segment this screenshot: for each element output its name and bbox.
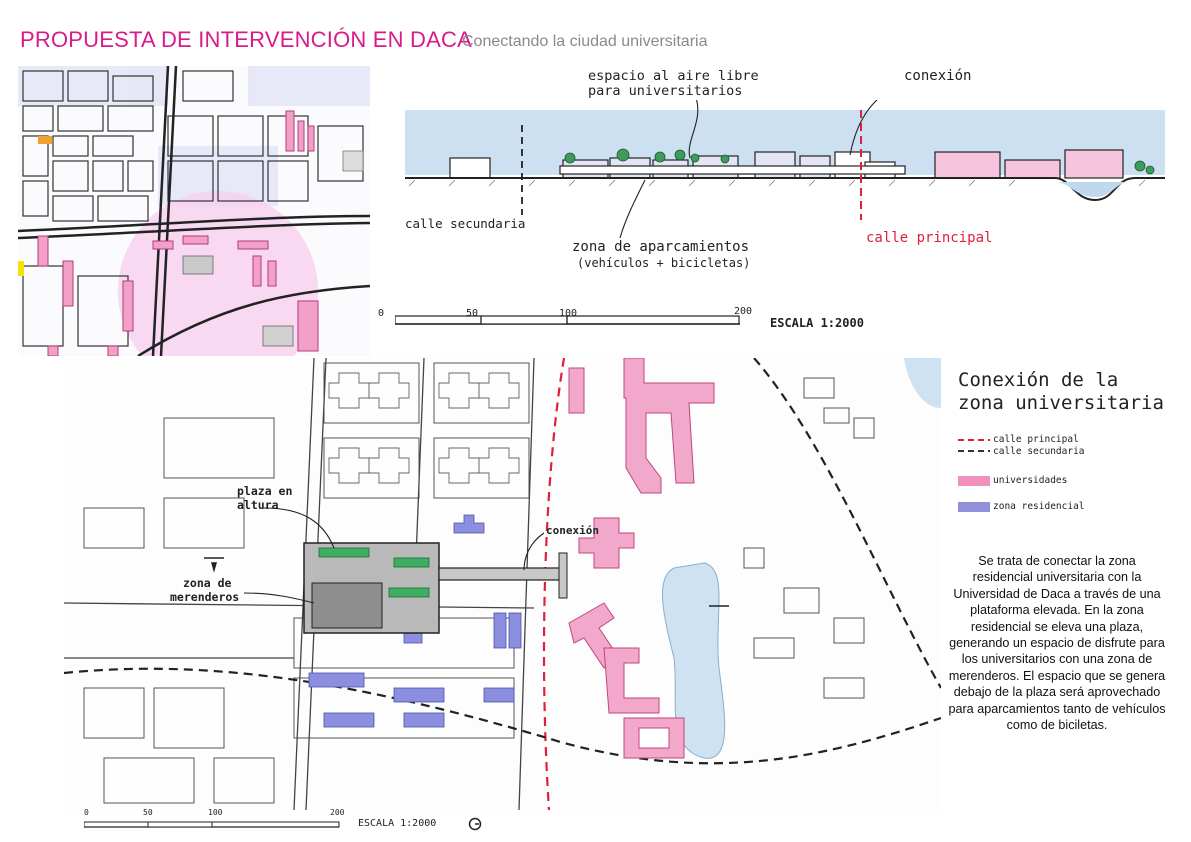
plan-scale-tick-0: 0	[84, 808, 89, 817]
connection-bridge	[438, 567, 565, 581]
label-plaza-2: altura	[237, 498, 279, 512]
section-drawing	[395, 100, 1165, 325]
plan-scale-tick-200: 200	[330, 808, 345, 817]
plan-scale-text: ESCALA 1:2000	[358, 818, 437, 829]
description-text: Se trata de conectar la zona residencial…	[948, 554, 1166, 733]
elevated-platform	[559, 165, 906, 175]
page-subtitle: Conectando la ciudad universitaria	[462, 33, 708, 50]
residential-buildings	[308, 514, 522, 728]
label-plaza: plaza en	[237, 484, 293, 498]
site-map	[18, 66, 370, 356]
legend-item-secondary-street: calle secundaria	[993, 446, 1085, 457]
picnic-zone	[311, 582, 383, 629]
legend-item-main-street: calle principal	[993, 434, 1079, 445]
legend-title: Conexión de la	[958, 369, 1119, 391]
plan-scale-tick-100: 100	[208, 808, 223, 817]
section-scale-text: ESCALA 1:2000	[770, 316, 864, 330]
north-arrow-icon	[468, 817, 482, 831]
label-parking-2: (vehículos + bicicletas)	[577, 256, 751, 270]
label-open-space-2: para universitarios	[588, 83, 743, 99]
plan-scale-bar	[84, 821, 340, 828]
section-scale-bar	[395, 315, 740, 325]
label-secondary-street: calle secundaria	[405, 216, 526, 231]
section-scale-tick-0: 0	[378, 308, 385, 319]
plan-drawing	[64, 358, 941, 810]
lake	[662, 562, 726, 759]
page-title: PROPUESTA DE INTERVENCIÓN EN DACA	[20, 27, 472, 52]
section-scale-tick-100: 100	[559, 308, 578, 319]
legend-item-residential: zona residencial	[993, 501, 1085, 512]
plan-secondary-street-1	[64, 667, 941, 765]
label-picnic: zona de	[183, 576, 232, 590]
plan-scale-tick-50: 50	[143, 808, 153, 817]
label-open-space: espacio al aire libre	[588, 68, 759, 84]
section-scale-tick-50: 50	[466, 308, 479, 319]
label-connection-plan: conexión	[546, 524, 599, 537]
legend-title-2: zona universitaria	[958, 392, 1164, 414]
label-main-street: calle principal	[866, 230, 993, 246]
plan-secondary-street-2	[753, 358, 941, 689]
legend-item-universities: universidades	[993, 475, 1068, 486]
label-picnic-2: merenderos	[170, 590, 240, 604]
label-connection-section: conexión	[904, 68, 972, 84]
label-parking: zona de aparcamientos	[572, 239, 750, 255]
legend-swatches	[958, 439, 990, 512]
section-scale-tick-200: 200	[734, 306, 753, 317]
